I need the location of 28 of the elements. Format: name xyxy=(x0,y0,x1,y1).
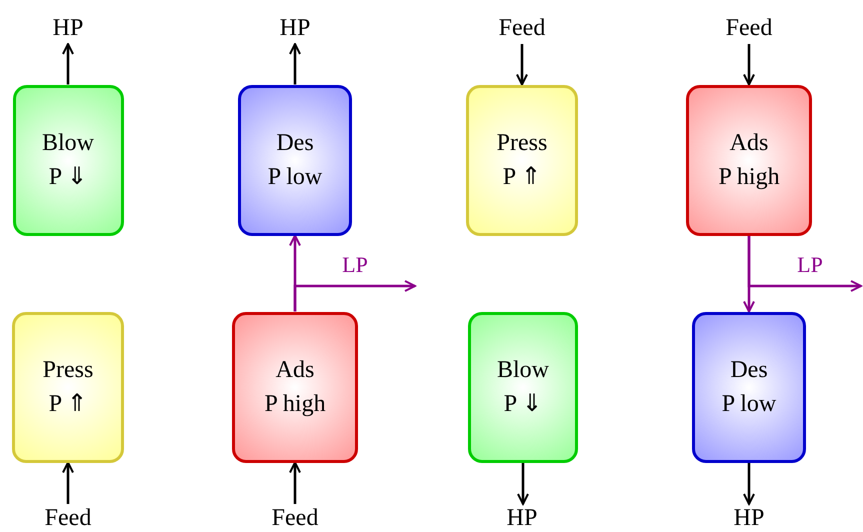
arrow xyxy=(743,462,755,505)
stream-label: HP xyxy=(265,12,325,44)
arrow xyxy=(62,462,74,504)
stream-label: HP xyxy=(492,504,552,532)
stream-label: HP xyxy=(38,12,98,44)
stream-label: HP xyxy=(719,504,779,532)
stream-label: Feed xyxy=(33,504,103,532)
process-box: Press P ⇑ xyxy=(466,84,578,236)
process-box: Des P low xyxy=(238,84,352,236)
stream-label: Feed xyxy=(260,504,330,532)
edge-label: LP xyxy=(797,254,823,276)
arrow xyxy=(294,280,416,312)
arrow xyxy=(289,43,301,84)
process-box: Des P low xyxy=(692,312,806,462)
stream-label: Feed xyxy=(714,12,784,44)
arrow xyxy=(289,462,301,504)
edge-label: LP xyxy=(342,254,368,276)
process-box: Blow P ⇓ xyxy=(468,312,578,462)
process-box: Ads P high xyxy=(232,312,358,462)
arrow xyxy=(516,44,528,86)
process-box: Ads P high xyxy=(686,84,812,236)
stream-label: Feed xyxy=(487,12,557,44)
process-box: Blow P ⇓ xyxy=(12,84,124,236)
arrow xyxy=(748,236,862,292)
arrow xyxy=(517,462,529,505)
arrow xyxy=(743,44,755,86)
process-box: Press P ⇑ xyxy=(12,312,124,462)
arrow xyxy=(62,43,74,84)
